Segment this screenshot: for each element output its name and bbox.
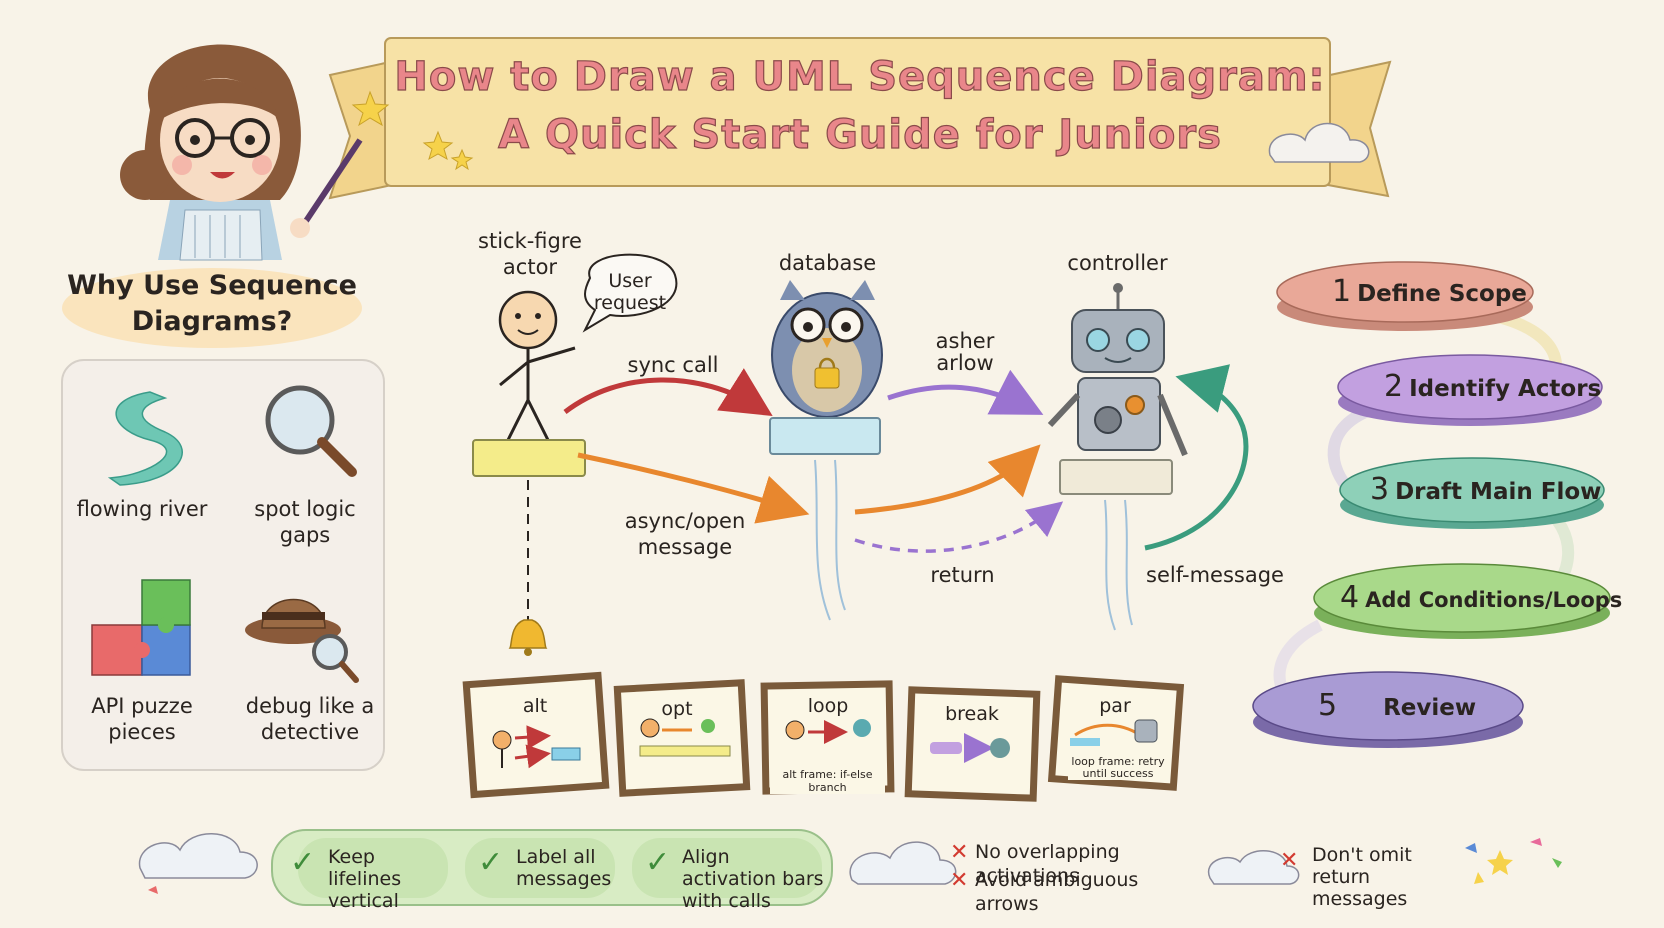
- bell-icon: [508, 619, 548, 656]
- frame-loop-caption: alt frame: if-else branch: [770, 768, 885, 794]
- self-message-arrow: [1144, 364, 1249, 551]
- check-icon: ✓: [478, 845, 504, 880]
- step-2-platform: [1337, 354, 1603, 426]
- speech-bubble: [582, 253, 678, 333]
- controller-lifeline: [1104, 499, 1133, 631]
- frame-alt-label: alt: [522, 695, 548, 717]
- actor-label: stick-figre actor: [478, 229, 582, 279]
- tip-do-2: Label all messages: [516, 846, 612, 890]
- river-icon: [107, 391, 183, 486]
- speech-bubble-text: User request: [593, 270, 667, 314]
- frame-break: [904, 686, 1041, 802]
- step-1-platform: [1276, 261, 1534, 331]
- cross-icon: ✕: [950, 868, 969, 893]
- title-line-2: A Quick Start Guide for Juniors: [497, 111, 1222, 158]
- frame-opt-label: opt: [661, 698, 693, 720]
- frame-par-label: par: [1099, 695, 1131, 717]
- step-4-platform: [1313, 563, 1611, 639]
- stick-figure-actor: [498, 290, 576, 441]
- tip-dont-2: Avoid ambiguous arrows: [975, 869, 1139, 915]
- controller-label: controller: [1067, 251, 1168, 275]
- check-icon: ✓: [290, 845, 316, 880]
- tip-do-3: Align activation bars with calls: [682, 846, 824, 912]
- return-label: return: [930, 563, 995, 587]
- sequence-diagram: [472, 253, 1249, 656]
- page-title: How to Draw a UML Sequence Diagram: A Qu…: [380, 48, 1340, 164]
- database-to-controller-arrow: [854, 444, 1041, 515]
- detective-hat-icon: [245, 598, 359, 683]
- frame-opt: [613, 679, 751, 797]
- controller-activation-bar: [1059, 459, 1173, 495]
- owl-database-illustration: [771, 280, 883, 418]
- step-3-platform: [1339, 457, 1605, 529]
- title-line-1: How to Draw a UML Sequence Diagram:: [394, 53, 1326, 100]
- async-message-arrow: [577, 452, 810, 524]
- return-arrow: [854, 501, 1064, 553]
- frame-loop-label: loop: [807, 695, 849, 717]
- database-label: database: [778, 251, 877, 275]
- why-item-detective-label: debug like a detective: [245, 694, 375, 744]
- frame-break-label: break: [945, 703, 999, 725]
- database-lifeline: [814, 459, 846, 621]
- tips-bar: [138, 829, 1562, 906]
- actor-activation-bar: [472, 439, 586, 477]
- teacher-girl-illustration: [120, 44, 474, 261]
- cross-icon: ✕: [1280, 848, 1299, 873]
- robot-controller-illustration: [1047, 283, 1188, 457]
- database-activation-bar: [769, 417, 881, 455]
- why-item-river-label: flowing river: [76, 497, 208, 521]
- sync-call-arrow: [563, 368, 773, 417]
- tip-dont-3: Don't omit return messages: [1312, 844, 1412, 910]
- why-heading: Why Use Sequence Diagrams?: [67, 270, 357, 337]
- check-icon: ✓: [645, 845, 671, 880]
- cross-icon: ✕: [950, 840, 969, 865]
- cloud-decoration-top: [1268, 122, 1370, 163]
- frame-par-caption: loop frame: retry until success: [1068, 756, 1168, 780]
- why-item-logic-gaps-label: spot logic gaps: [254, 497, 356, 547]
- async-message-label: async/open message: [624, 509, 746, 559]
- tip-do-1: Keep lifelines vertical: [328, 846, 402, 912]
- why-item-puzzle-label: API puzze pieces: [91, 694, 193, 744]
- sync-call-label: sync call: [627, 353, 719, 377]
- frames-row: [462, 671, 1185, 802]
- tip-dont-1: No overlapping activations: [975, 841, 1120, 887]
- purple-arrow-to-controller: [887, 369, 1044, 415]
- step-5-platform: [1252, 671, 1524, 748]
- mirrored-arrow-label: asher arlow: [935, 329, 995, 375]
- puzzle-icon: [91, 579, 191, 676]
- magnifier-icon: [265, 385, 357, 477]
- frame-alt: [462, 671, 610, 799]
- frame-loop: [760, 680, 895, 795]
- self-message-label: self-message: [1146, 563, 1284, 587]
- steps-stack: [1252, 261, 1611, 748]
